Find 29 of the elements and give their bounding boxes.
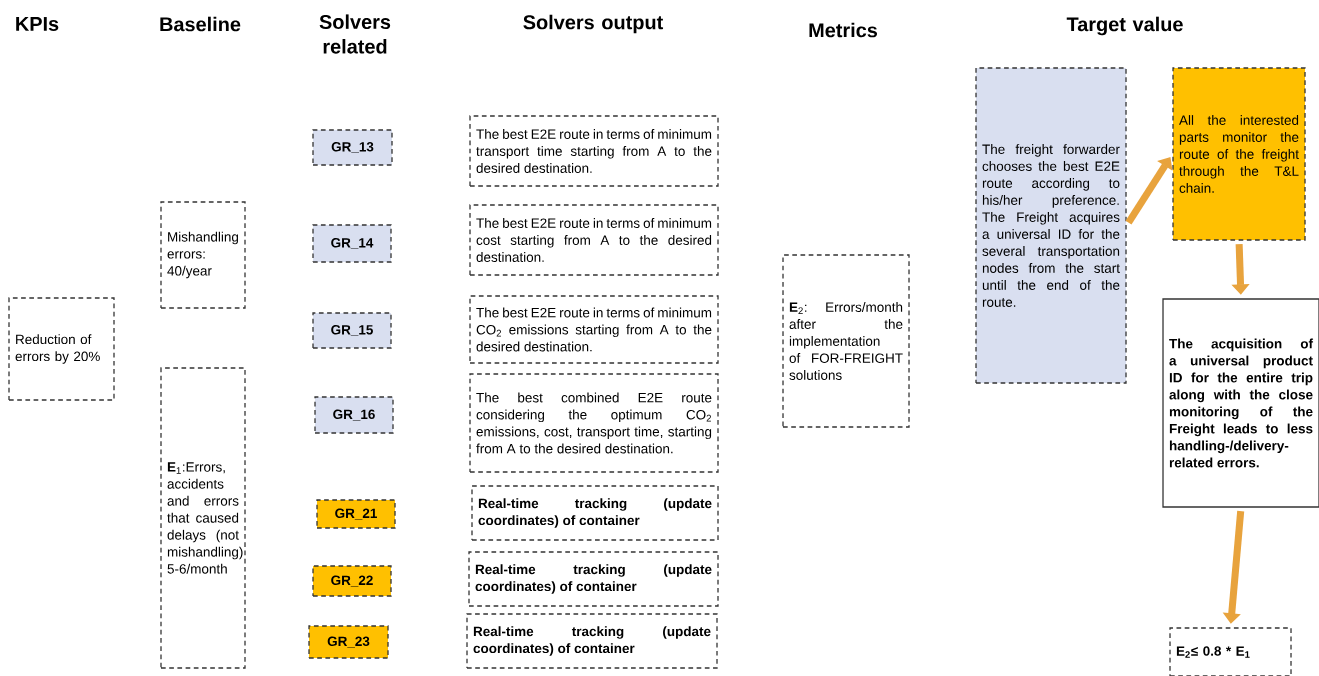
block-arrow (1125, 157, 1173, 225)
solver-tag: GR_13 (312, 129, 393, 166)
column-heading: KPIs (16, 17, 59, 31)
solver-tag: GR_22 (312, 565, 392, 597)
column-heading: Metrics (809, 22, 878, 38)
column-heading: Target value (1066, 16, 1183, 36)
target-box: The acquisition of a universal product ID for the entire trip along with the close monitoring of the Freight leads to less handling-/delivery-related errors. (1162, 298, 1319, 508)
output-box: Real-time tracking (update coordinates) of container (471, 485, 719, 541)
solver-tag: GR_21 (316, 499, 396, 529)
metric-box: E$_{2}$: Errors/month after the implementation of FOR-FREIGHT solutions (782, 254, 910, 428)
kpi-box: Reduction of errors by 20% (8, 297, 115, 401)
baseline-box: Mishandling errors: 40/year (160, 201, 246, 309)
solver-tag: GR_16 (314, 396, 394, 434)
output-box: The best E2E route in terms of minimum cost starting from A to the desired destination. (469, 204, 719, 276)
solver-tag: GR_14 (312, 224, 392, 263)
solver-tag: GR_23 (308, 625, 389, 659)
output-box: The best E2E route in terms of minimum CO$_{2}$ emissions starting from A to the desired destination. (469, 295, 719, 364)
baseline-box: E$_{1}$:Errors, accidents and errors that caused delays (not mishandling) 5-6/month (160, 367, 246, 669)
output-box: The best combined E2E route considering the optimum CO$_{2}$ emissions, cost, transport time, starting from A to the desired destination. (469, 373, 719, 473)
output-box: Real-time tracking (update coordinates) of container (468, 551, 719, 607)
output-box: The best E2E route in terms of minimum transport time starting from A to the desired destination. (469, 115, 719, 187)
column-heading: Solvers output (523, 14, 664, 34)
output-box: Real-time tracking (update coordinates) of container (466, 613, 718, 669)
target-box: All the interested parts monitor the route of the freight through the T&L chain. (1172, 67, 1306, 241)
solver-tag: GR_15 (312, 312, 392, 349)
column-heading: Solvers related (319, 14, 391, 54)
target-box: The freight forwarder chooses the best E2E route according to his/her preference. The Freight acquires a universal ID for the several transportation nodes from the start until the end of the route. (975, 67, 1127, 384)
column-heading: Baseline (160, 16, 241, 32)
formula-box: E$_{2}$≤ 0.8 * E$_{1}$ (1169, 627, 1292, 676)
